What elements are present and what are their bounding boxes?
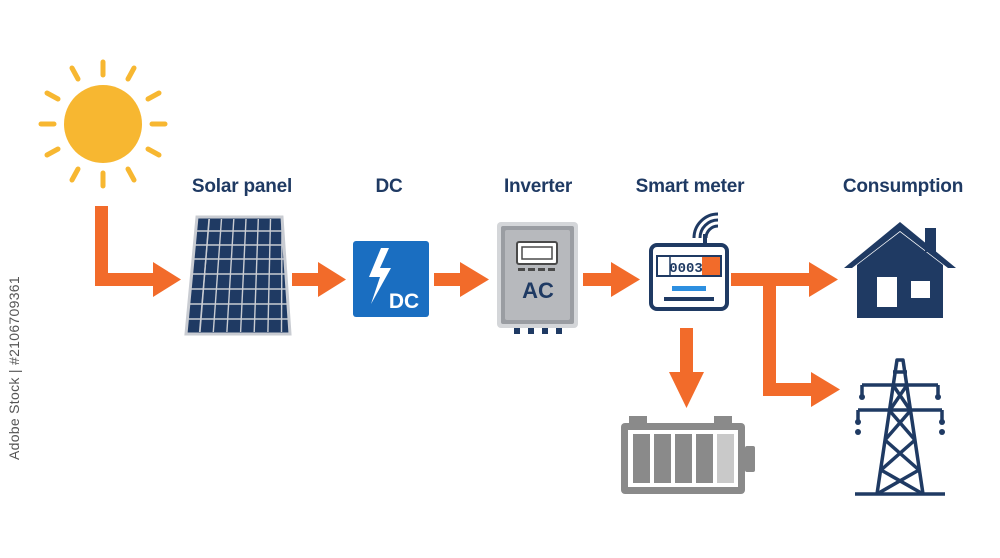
inverter-icon: AC	[497, 222, 578, 334]
meter-digits: 0003	[669, 261, 703, 277]
label-solar-panel: Solar panel	[191, 176, 293, 197]
arrow-sun-to-panel	[95, 206, 181, 297]
power-tower-icon	[855, 358, 945, 496]
label-dc: DC	[375, 176, 403, 197]
smart-meter-icon: 0003	[649, 212, 729, 311]
battery-icon	[621, 416, 755, 494]
stock-id-text: Adobe Stock | #2106709361	[6, 276, 22, 460]
arrow-panel-to-dc	[292, 262, 346, 297]
label-consumption: Consumption	[842, 176, 964, 197]
dc-power-icon: DC	[353, 241, 429, 317]
dc-box-text: DC	[389, 290, 419, 313]
arrow-meter-to-battery	[669, 328, 704, 408]
label-inverter: Inverter	[503, 176, 573, 197]
arrow-dc-to-inverter	[434, 262, 489, 297]
arrow-meter-to-consumption	[731, 262, 838, 297]
label-smart-meter: Smart meter	[635, 176, 745, 197]
arrow-meter-to-grid	[763, 280, 840, 407]
solar-panel-icon	[184, 215, 292, 336]
sun-icon	[38, 59, 168, 189]
inverter-ac-text: AC	[522, 278, 554, 303]
tower-insulators	[855, 394, 945, 435]
house-icon	[844, 222, 956, 318]
arrow-inverter-to-meter	[583, 262, 640, 297]
